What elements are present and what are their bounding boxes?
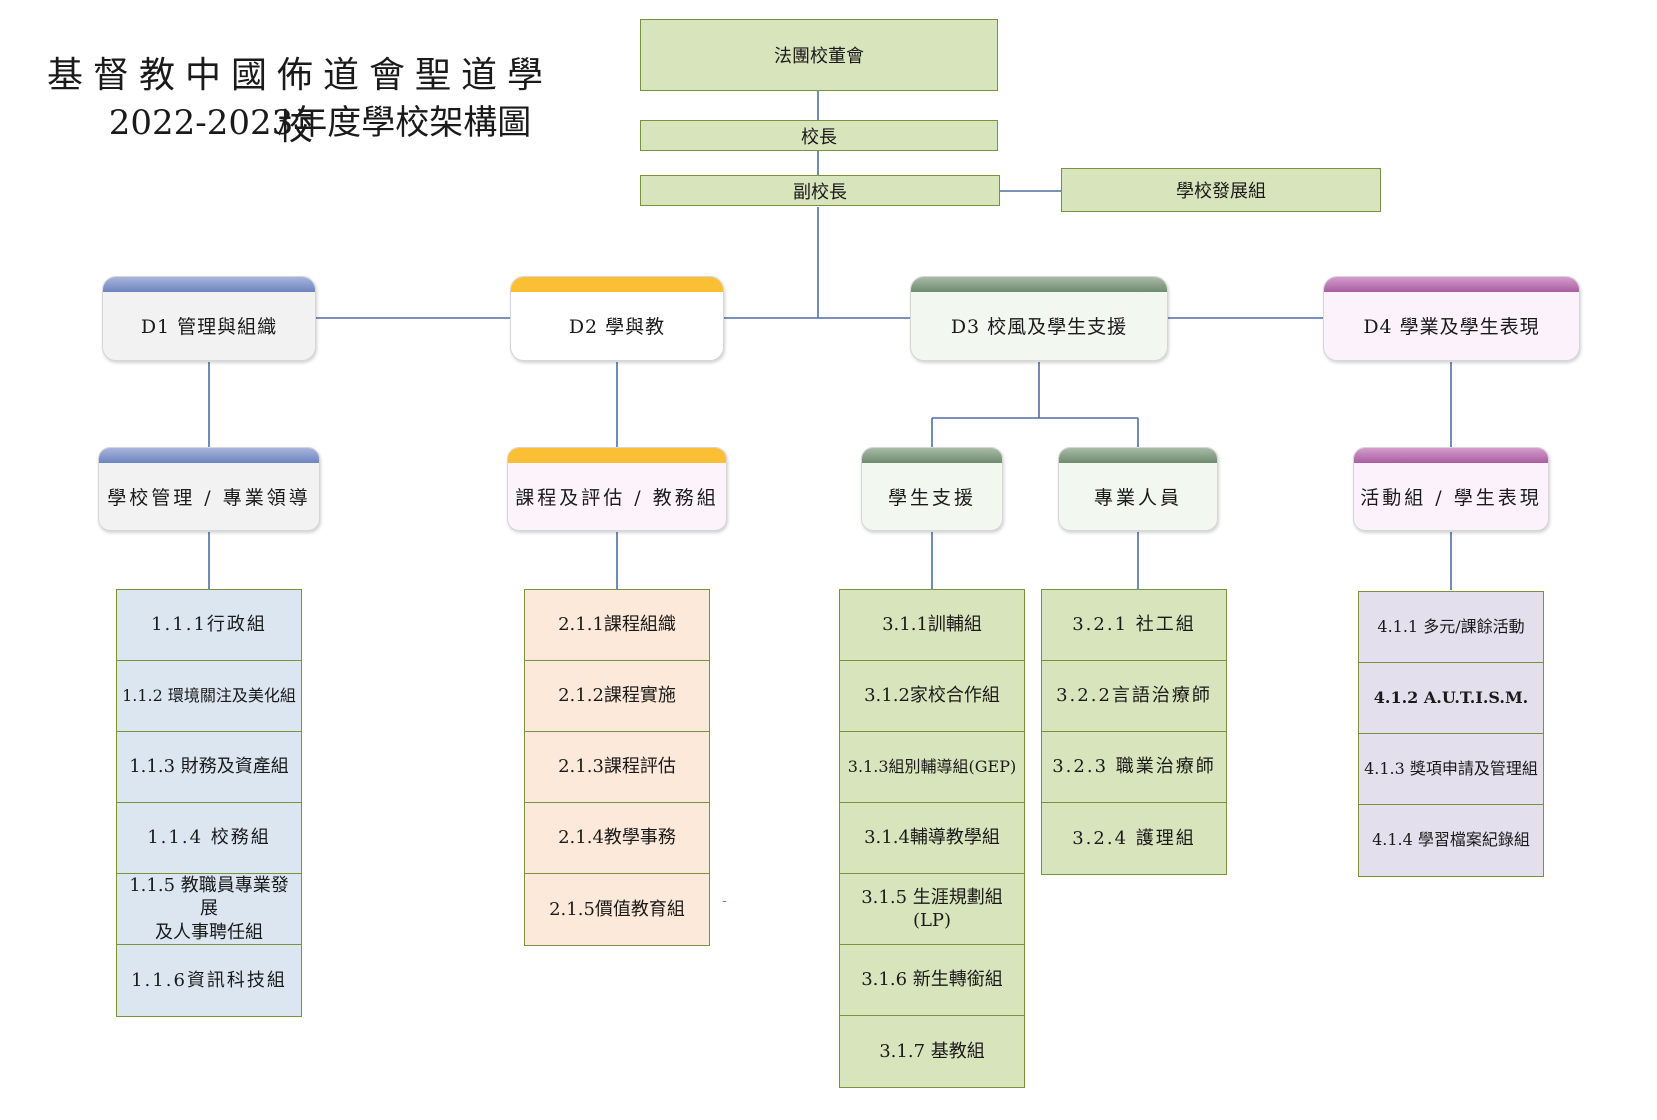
subgroup-professionals: 專業人員 (1058, 447, 1218, 531)
d2-units-column: 2.1.1課程組織 2.1.2課程實施 2.1.3課程評估 2.1.4教學事務 … (524, 589, 710, 946)
unit-3-2-2: 3.2.2言語治療師 (1042, 661, 1226, 732)
unit-2-1-1: 2.1.1課程組織 (525, 590, 709, 661)
vice-principal-label: 副校長 (793, 181, 847, 203)
subgroup-student-support: 學生支援 (861, 447, 1003, 531)
subgroup-curriculum-label: 課程及評估 / 教務組 (515, 486, 719, 509)
d3-support-units-column: 3.1.1訓輔組 3.1.2家校合作組 3.1.3組別輔導組(GEP) 3.1.… (839, 589, 1025, 1088)
dept-d4-cap (1324, 277, 1579, 292)
dept-d4: D4 學業及學生表現 (1323, 276, 1580, 361)
unit-2-1-3: 2.1.3課程評估 (525, 732, 709, 803)
unit-1-1-4: 1.1.4 校務組 (117, 803, 301, 874)
subgroup-student-support-label: 學生支援 (887, 486, 976, 509)
development-label: 學校發展組 (1176, 181, 1266, 202)
dept-d3: D3 校風及學生支援 (910, 276, 1168, 361)
dept-d1-label: D1 管理與組織 (140, 316, 278, 338)
d4-units-column: 4.1.1 多元/課餘活動 4.1.2 A.U.T.I.S.M. 4.1.3 獎… (1358, 591, 1544, 877)
dept-d1-cap (103, 277, 315, 292)
subgroup-activities-cap (1354, 448, 1548, 463)
unit-4-1-1: 4.1.1 多元/課餘活動 (1359, 592, 1543, 663)
d1-units-column: 1.1.1行政組 1.1.2 環境關注及美化組 1.1.3 財務及資產組 1.1… (116, 589, 302, 1017)
unit-2-1-5: 2.1.5價值教育組 (549, 898, 685, 920)
unit-4-1-4: 4.1.4 學習檔案紀錄組 (1372, 830, 1530, 850)
unit-3-1-3: 3.1.3組別輔導組(GEP) (840, 732, 1024, 803)
unit-3-2-3: 3.2.3 職業治療師 (1042, 732, 1226, 803)
dept-d2-label: D2 學與教 (568, 316, 666, 338)
dept-d3-cap (911, 277, 1167, 292)
chart-year-title: 2022-2023年度學校架構圖 (108, 103, 532, 143)
unit-3-1-5: 3.1.5 生涯規劃組(LP) (840, 874, 1024, 945)
unit-3-2-1: 3.2.1 社工組 (1042, 590, 1226, 661)
subgroup-school-management-cap (99, 448, 319, 463)
unit-1-1-2: 1.1.2 環境關注及美化組 (117, 661, 301, 732)
unit-3-2-4: 3.2.4 護理組 (1072, 827, 1196, 849)
school-name-title: 基督教中國佈道會聖道學校 (46, 55, 553, 148)
unit-2-1-2: 2.1.2課程實施 (525, 661, 709, 732)
d3-professional-units-column: 3.2.1 社工組 3.2.2言語治療師 3.2.3 職業治療師 3.2.4 護… (1041, 589, 1227, 875)
unit-1-1-5: 1.1.5 教職員專業發展 及人事聘任組 (117, 874, 301, 945)
unit-3-1-6: 3.1.6 新生轉銜組 (840, 945, 1024, 1016)
unit-1-1-3: 1.1.3 財務及資產組 (117, 732, 301, 803)
subgroup-curriculum-cap (508, 448, 726, 463)
unit-4-1-3: 4.1.3 獎項申請及管理組 (1359, 734, 1543, 805)
unit-2-1-4: 2.1.4教學事務 (525, 803, 709, 874)
subgroup-professionals-label: 專業人員 (1093, 486, 1182, 509)
stray-dash-mark: - (722, 893, 727, 909)
dept-d3-label: D3 校風及學生支援 (950, 316, 1128, 338)
dept-d2-cap (511, 277, 723, 292)
subgroup-activities: 活動組 / 學生表現 (1353, 447, 1549, 531)
unit-3-1-4: 3.1.4輔導教學組 (840, 803, 1024, 874)
principal-label: 校長 (801, 126, 837, 148)
subgroup-student-support-cap (862, 448, 1002, 463)
dept-d4-label: D4 學業及學生表現 (1363, 316, 1540, 338)
vice-principal-box: 副校長 (640, 175, 1000, 206)
subgroup-school-management-label: 學校管理 / 專業領導 (107, 486, 311, 509)
subgroup-activities-label: 活動組 / 學生表現 (1360, 486, 1542, 509)
unit-4-1-2: 4.1.2 A.U.T.I.S.M. (1359, 663, 1543, 734)
unit-3-1-1: 3.1.1訓輔組 (840, 590, 1024, 661)
unit-3-1-7: 3.1.7 基教組 (879, 1040, 985, 1062)
board-box: 法團校董會 (640, 19, 998, 91)
unit-1-1-1: 1.1.1行政組 (117, 590, 301, 661)
unit-1-1-6: 1.1.6資訊科技組 (131, 969, 287, 991)
dept-d1: D1 管理與組織 (102, 276, 316, 361)
principal-box: 校長 (640, 120, 998, 151)
subgroup-school-management: 學校管理 / 專業領導 (98, 447, 320, 531)
subgroup-curriculum: 課程及評估 / 教務組 (507, 447, 727, 531)
subgroup-professionals-cap (1059, 448, 1217, 463)
board-label: 法團校董會 (774, 46, 864, 67)
dept-d2: D2 學與教 (510, 276, 724, 361)
unit-3-1-2: 3.1.2家校合作組 (840, 661, 1024, 732)
development-box: 學校發展組 (1061, 168, 1381, 212)
